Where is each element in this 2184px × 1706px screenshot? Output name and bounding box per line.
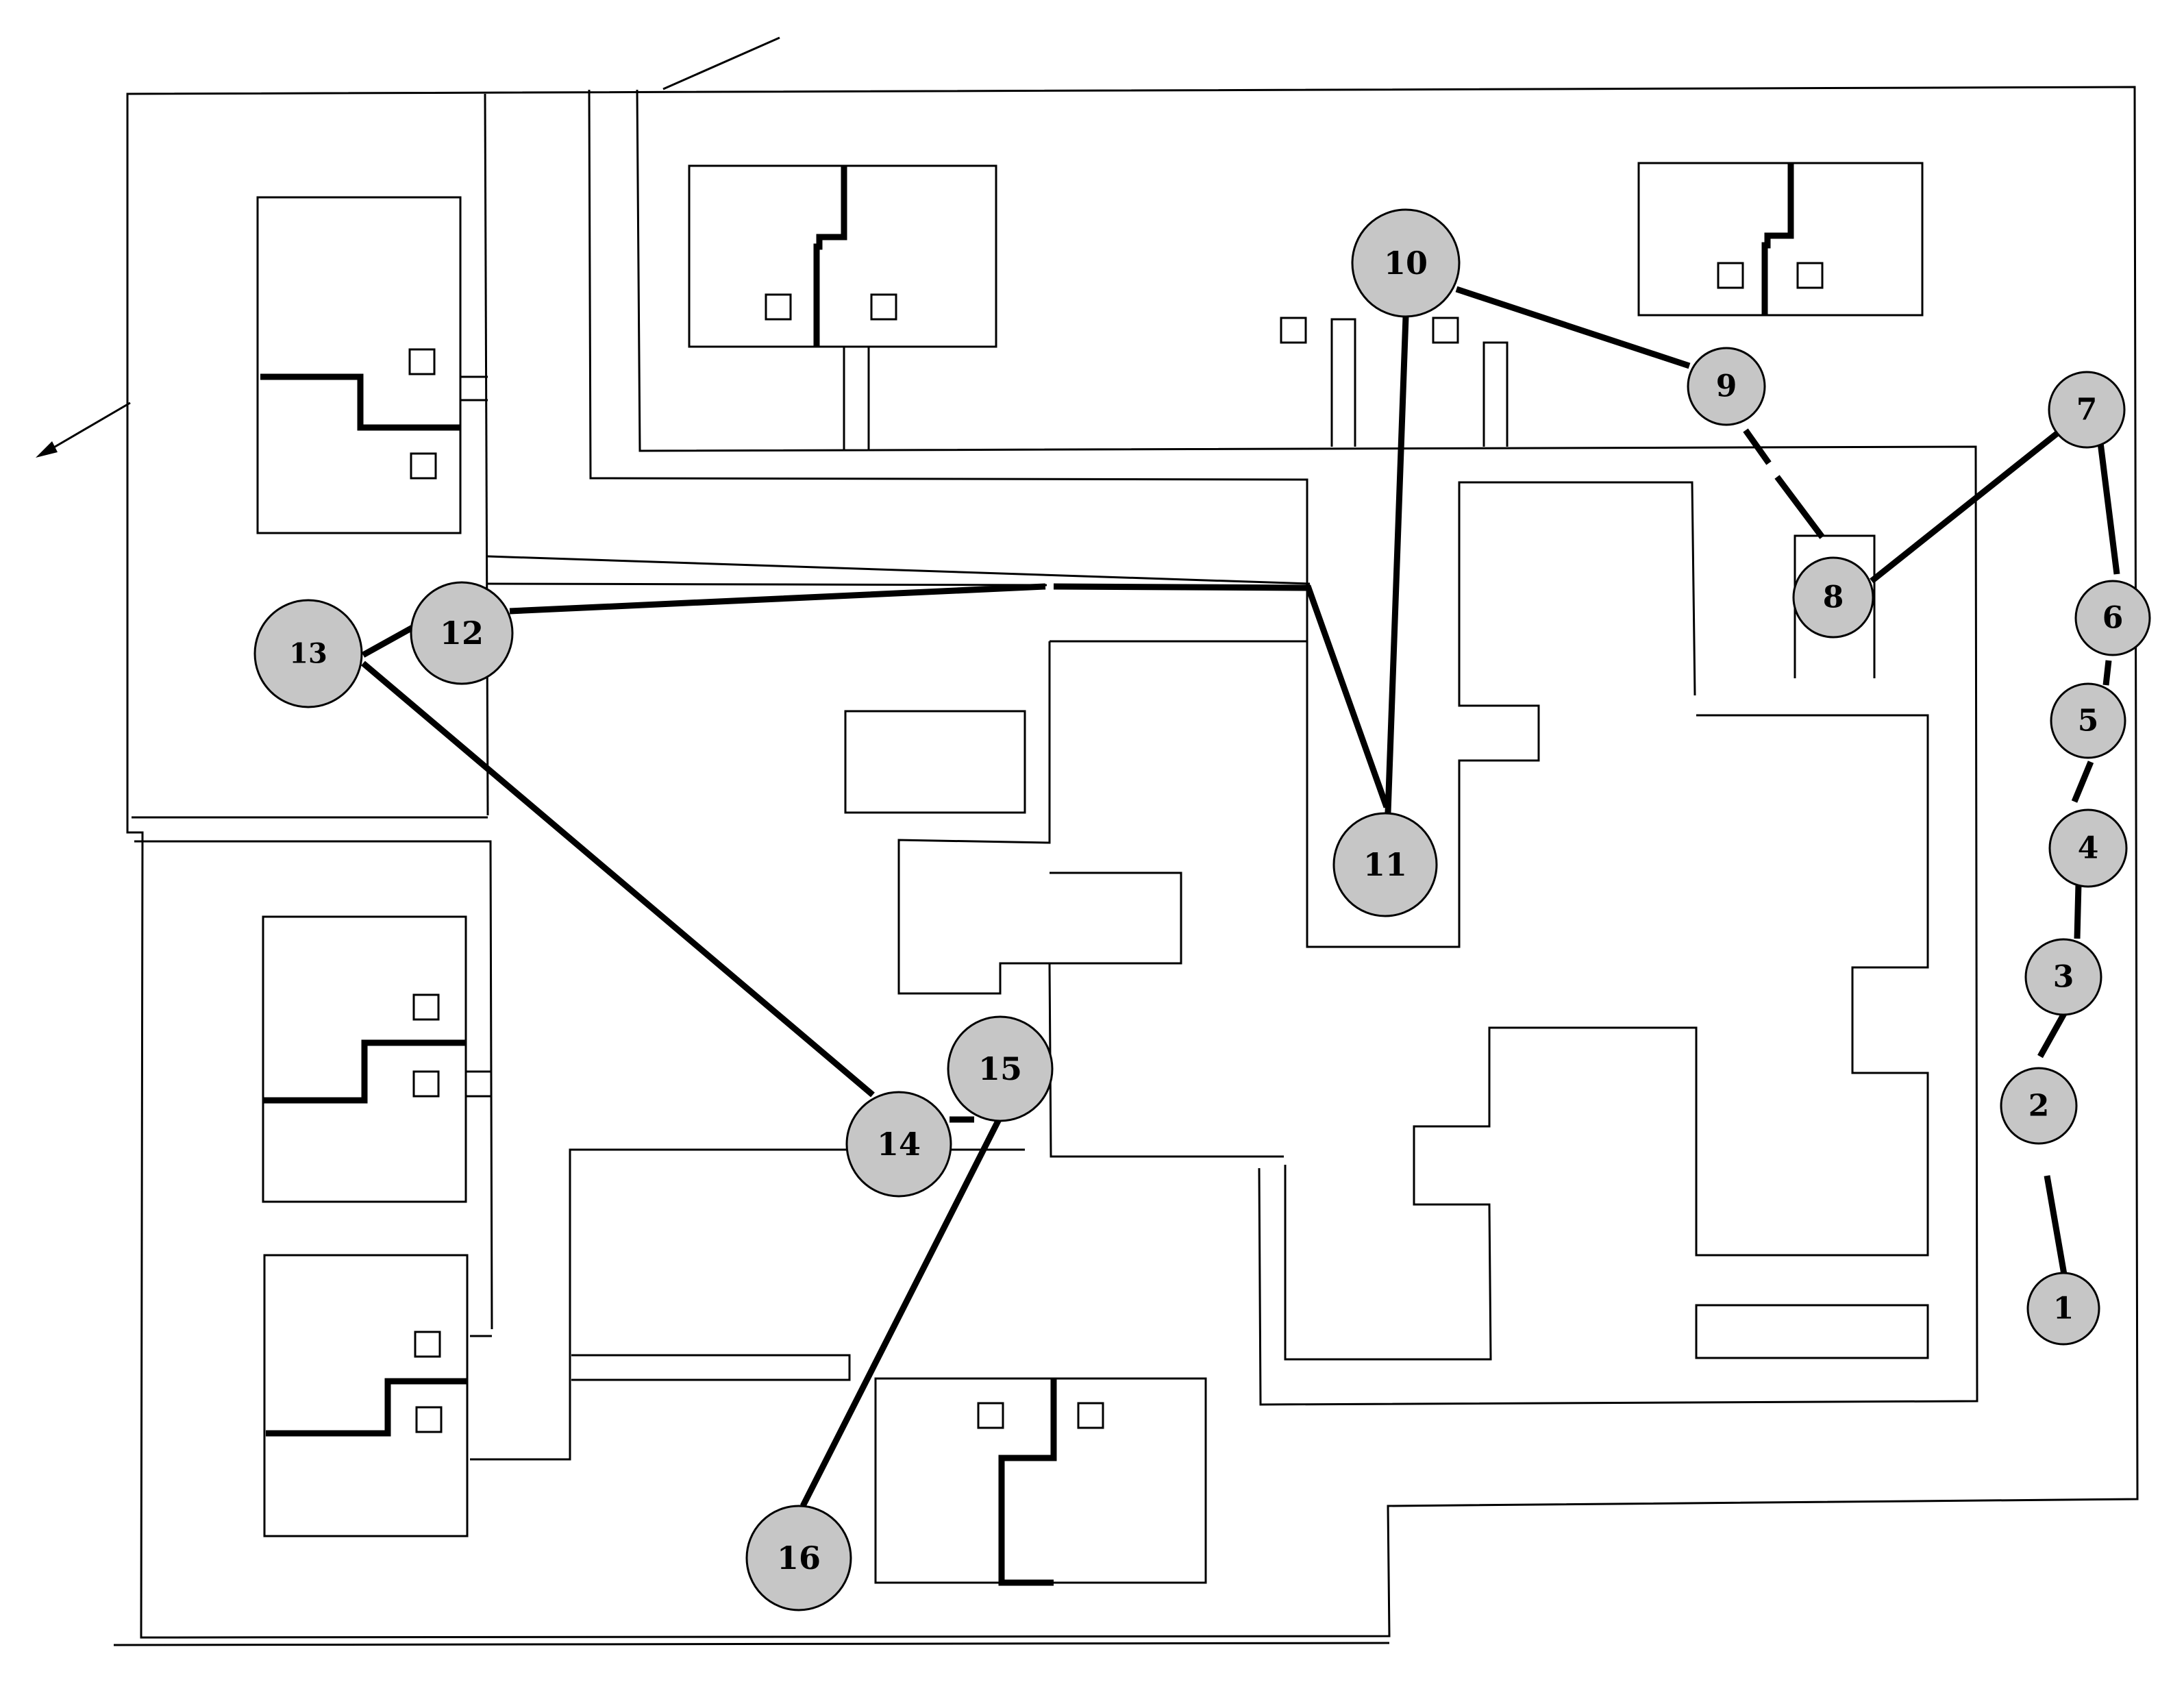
waypoint-8: 8 — [1792, 556, 1874, 639]
top-direction-arrow — [662, 36, 780, 90]
waypoint-label: 3 — [2053, 960, 2074, 995]
waypoint-9: 9 — [1687, 347, 1766, 426]
waypoint-label: 2 — [2028, 1089, 2050, 1124]
waypoint-label: 9 — [1716, 369, 1737, 404]
waypoint-label: 4 — [2078, 831, 2099, 866]
waypoint-2: 2 — [2000, 1067, 2078, 1145]
waypoint-label: 10 — [1384, 245, 1428, 282]
route-waypoints: 1 2 3 4 5 6 7 8 9 10 11 — [253, 208, 2151, 1611]
waypoint-11: 11 — [1332, 812, 1438, 917]
route-lines — [361, 286, 2120, 1508]
waypoint-label: 6 — [2102, 601, 2124, 636]
waypoint-5: 5 — [2050, 682, 2126, 759]
building-outline — [113, 86, 2139, 1646]
waypoint-15: 15 — [947, 1015, 1054, 1122]
waypoint-label: 13 — [289, 638, 327, 670]
waypoint-1: 1 — [2026, 1272, 2100, 1346]
waypoint-7: 7 — [2048, 371, 2126, 449]
waypoint-4: 4 — [2048, 808, 2128, 888]
top-corridor-walls — [487, 89, 1978, 1406]
waypoint-label: 16 — [777, 1540, 821, 1577]
top-corridor-fixtures — [1280, 317, 1876, 678]
waypoint-10: 10 — [1351, 208, 1461, 318]
waypoint-label: 5 — [2078, 704, 2099, 739]
waypoint-13: 13 — [253, 599, 363, 708]
waypoint-label: 11 — [1363, 846, 1407, 883]
office-room-bottom-left — [263, 1254, 469, 1537]
office-room-top-left — [256, 196, 488, 534]
waypoint-label: 7 — [2076, 393, 2098, 428]
waypoint-16: 16 — [745, 1505, 852, 1611]
office-room-mid-left — [262, 915, 491, 1203]
waypoint-label: 14 — [877, 1126, 921, 1163]
office-room-top-center — [688, 164, 997, 449]
waypoint-label: 8 — [1823, 580, 1844, 615]
office-room-bottom-center — [874, 1377, 1207, 1586]
office-room-top-right — [1637, 162, 1924, 317]
waypoint-6: 6 — [2074, 580, 2151, 656]
waypoint-label: 1 — [2053, 1291, 2074, 1326]
waypoint-label: 12 — [440, 615, 484, 652]
waypoint-label: 15 — [978, 1050, 1022, 1087]
waypoint-14: 14 — [845, 1091, 952, 1198]
waypoint-3: 3 — [2024, 938, 2102, 1016]
left-direction-arrow — [36, 401, 131, 458]
waypoint-12: 12 — [410, 581, 514, 685]
left-wing-walls — [132, 93, 1025, 1461]
central-office-block — [844, 640, 1929, 1361]
